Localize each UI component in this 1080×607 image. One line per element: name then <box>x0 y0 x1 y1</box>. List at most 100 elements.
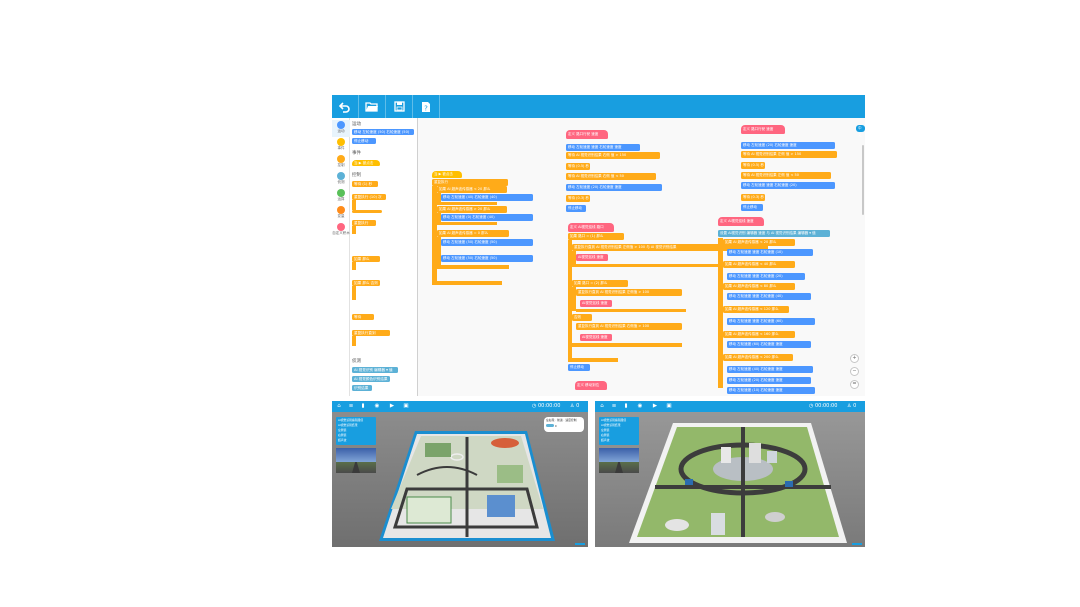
move-block[interactable]: 移动 左轮速度 速度 右轮速度 (10) <box>727 249 813 256</box>
move-block[interactable]: 移动 左轮速度 速度 右轮速度 速度 <box>566 144 640 151</box>
wait-until-block[interactable]: 等待 AI 视觉识别结果 右侧 值 > 150 <box>566 152 660 159</box>
stop-block[interactable]: 停止移动 <box>741 204 763 211</box>
set-ai-block[interactable]: 设置 AI视觉识别 编辑器 速度 与 AI 视觉识别结果 编辑器 ▾ 值 <box>718 230 830 237</box>
palette-block-repeat-until[interactable]: 重复执行直到 <box>352 330 390 336</box>
move-block[interactable]: 移动 左轮速度 (40) 右轮速度 速度 <box>727 366 813 373</box>
menu-icon[interactable]: ≡ <box>348 403 354 409</box>
stop-block[interactable]: 停止移动 <box>568 364 590 371</box>
repeat-until-block[interactable]: 重复执行直到 AI 视觉识别结果 右侧值 > 100 <box>576 323 682 330</box>
code-workspace[interactable]: 当 ▶ 被点击 重复执行 如果 AI 超声波传感器 < 20 那么 移动 左轮速… <box>418 118 865 396</box>
palette-block-stop[interactable]: 停止移动 <box>352 138 376 144</box>
language-tag[interactable]: 中文 <box>856 125 865 137</box>
when-flag-block[interactable]: 当 ▶ 被点击 <box>432 171 462 178</box>
wait-until-block[interactable]: 等待 AI 视觉识别结果 右侧 值 < 50 <box>566 173 656 180</box>
define-block[interactable]: 定义 AI视觉巡线 路口 <box>568 223 614 232</box>
palette-c-arm <box>352 200 356 210</box>
define-block[interactable]: 定义 路口行驶 速度 <box>741 125 785 134</box>
category-label: 控制 <box>337 163 345 167</box>
move-block[interactable]: 移动 左轮速度 (10) 右轮速度 速度 <box>727 387 815 394</box>
wait-block[interactable]: 等待 (0.3) 秒 <box>741 194 765 201</box>
wait-until-block[interactable]: 等待 AI 视觉识别结果 左侧 值 > 150 <box>741 151 837 158</box>
palette-block-ai-vision[interactable]: AI 视觉识别 编辑器 ▾ 值 <box>352 367 398 373</box>
if-block[interactable]: 如果 AI 超声波传感器 < 160 那么 <box>723 331 795 338</box>
move-block[interactable]: 移动 左轮速度 (50) 右轮速度 (50) <box>441 255 533 262</box>
category-my-blocks[interactable]: 自定义积木 <box>332 222 350 239</box>
workspace-scrollbar[interactable] <box>862 145 864 215</box>
move-block[interactable]: 移动 左轮速度 速度 右轮速度 (20) <box>741 182 835 189</box>
settings-icon[interactable]: ◉ <box>374 403 380 409</box>
menu-icon[interactable]: ≡ <box>611 403 617 409</box>
play-icon[interactable]: ▶ <box>652 403 658 409</box>
open-button[interactable] <box>359 95 386 118</box>
if-block[interactable]: 如果 路口 = (1) 那么 <box>568 233 624 240</box>
undo-button[interactable] <box>332 95 359 118</box>
if-block[interactable]: 如果 AI 超声波传感器 < 40 那么 <box>723 261 795 268</box>
palette-block-forever[interactable]: 重复执行 <box>352 220 376 226</box>
category-operators[interactable]: 运算 <box>332 188 350 205</box>
move-block[interactable]: 移动 左轮速度 (20) 右轮速度 速度 <box>566 184 662 191</box>
palette-block-wait-until[interactable]: 等待 <box>352 314 374 320</box>
repeat-until-block[interactable]: 重复执行直到 AI 视觉识别结果 左侧值 > 100 与 AI 视觉识别结果 <box>572 244 768 251</box>
category-motion[interactable]: 运动 <box>332 120 350 137</box>
palette-block-move[interactable]: 移动 左轮速度 (50) 右轮速度 (50) <box>352 129 414 135</box>
palette-block-ai-result[interactable]: 识别结果 <box>352 385 372 391</box>
category-label: 事件 <box>337 146 345 150</box>
move-block[interactable]: 移动 左轮速度 (0) 右轮速度 (40) <box>441 214 533 221</box>
call-block[interactable]: AI视觉巡线 速度 <box>580 334 612 341</box>
palette-block-ai-color[interactable]: AI 视觉颜色识别结果 <box>352 376 390 382</box>
help-button[interactable]: ? <box>413 95 440 118</box>
wait-block[interactable]: 等待 (0.3) 秒 <box>566 195 590 202</box>
move-block[interactable]: 移动 左轮速度 速度 右轮速度 (20) <box>727 273 805 280</box>
palette-block-repeat[interactable]: 重复执行 (10) 次 <box>352 194 386 200</box>
if-block[interactable]: 如果 AI 超声波传感器 = 0 那么 <box>437 230 509 237</box>
palette-block-when-flag[interactable]: 当 ▶ 被点击 <box>352 160 380 166</box>
if-block[interactable]: 如果 AI 超声波传感器 < 120 那么 <box>723 306 789 313</box>
move-block[interactable]: 移动 左轮速度 速度 右轮速度 (60) <box>727 318 815 325</box>
save-button[interactable] <box>386 95 413 118</box>
zoom-in-button[interactable]: + <box>850 354 859 363</box>
zoom-out-button[interactable]: − <box>850 367 859 376</box>
move-block[interactable]: 移动 左轮速度 速度 右轮速度 (40) <box>727 293 811 300</box>
signal-icon[interactable]: ▮ <box>624 403 628 409</box>
simulator-view-left[interactable]: ⌂ ≡ ▮ ◉ ▶ ▣ ◷ 00:00:00 ♙ 0 AI视觉识别编辑器值 AI… <box>332 401 588 547</box>
stop-block[interactable]: 停止移动 <box>566 205 586 212</box>
fullscreen-icon[interactable]: ▣ <box>403 403 409 409</box>
if-block[interactable]: 如果 AI 超声波传感器 < 200 那么 <box>723 354 793 361</box>
if-block[interactable]: 如果 路口 = (2) 那么 <box>572 280 628 287</box>
play-icon[interactable]: ▶ <box>389 403 395 409</box>
call-block[interactable]: AI视觉巡线 速度 <box>576 254 608 261</box>
palette-block-if[interactable]: 如果 那么 <box>352 256 380 262</box>
forever-block[interactable]: 重复执行 <box>432 179 508 186</box>
move-block[interactable]: 移动 左轮速度 (60) 右轮速度 速度 <box>727 341 811 348</box>
call-block[interactable]: AI视觉巡线 速度 <box>580 300 612 307</box>
wait-until-block[interactable]: 等待 AI 视觉识别结果 左侧 值 < 50 <box>741 172 831 179</box>
move-block[interactable]: 移动 左轮速度 (50) 右轮速度 (50) <box>441 239 533 246</box>
wait-block[interactable]: 等待 (0.5) 秒 <box>741 162 765 169</box>
settings-icon[interactable]: ◉ <box>637 403 643 409</box>
wait-block[interactable]: 等待 (0.5) 秒 <box>566 163 590 170</box>
if-block[interactable]: 如果 AI 超声波传感器 < 20 那么 <box>723 239 795 246</box>
toggle-switch[interactable] <box>546 424 554 427</box>
category-variables[interactable]: 变量 <box>332 205 350 222</box>
move-block[interactable]: 移动 左轮速度 (20) 右轮速度 速度 <box>727 377 811 384</box>
zoom-reset-button[interactable]: = <box>850 380 859 389</box>
define-block[interactable]: 定义 移动到位 <box>575 381 607 390</box>
move-block[interactable]: 移动 左轮速度 (40) 右轮速度 (40) <box>441 194 533 201</box>
move-block[interactable]: 移动 左轮速度 (20) 右轮速度 速度 <box>741 142 835 149</box>
category-events[interactable]: 事件 <box>332 137 350 154</box>
define-block[interactable]: 定义 AI视觉巡线 速度 <box>718 217 764 226</box>
home-icon[interactable]: ⌂ <box>337 403 341 409</box>
signal-icon[interactable]: ▮ <box>361 403 365 409</box>
palette-block-if-else[interactable]: 如果 那么 否则 <box>352 280 380 286</box>
simulator-view-right[interactable]: ⌂ ≡ ▮ ◉ ▶ ▣ ◷ 00:00:00 ♙ 0 AI视觉识别编辑器值 AI… <box>595 401 865 547</box>
fullscreen-icon[interactable]: ▣ <box>666 403 672 409</box>
palette-block-wait[interactable]: 等待 (1) 秒 <box>352 181 378 187</box>
repeat-until-block[interactable]: 重复执行直到 AI 视觉识别结果 左侧值 > 100 <box>576 289 682 296</box>
category-control[interactable]: 控制 <box>332 154 350 171</box>
if-block[interactable]: 如果 AI 超声波传感器 < 20 那么 <box>437 186 507 193</box>
if-block[interactable]: 如果 AI 超声波传感器 < 80 那么 <box>723 283 795 290</box>
define-block[interactable]: 定义 路口行驶 速度 <box>566 130 608 139</box>
home-icon[interactable]: ⌂ <box>600 403 604 409</box>
if-block[interactable]: 如果 AI 超声波传感器 > 20 那么 <box>437 206 507 213</box>
category-sensing[interactable]: 侦测 <box>332 171 350 188</box>
